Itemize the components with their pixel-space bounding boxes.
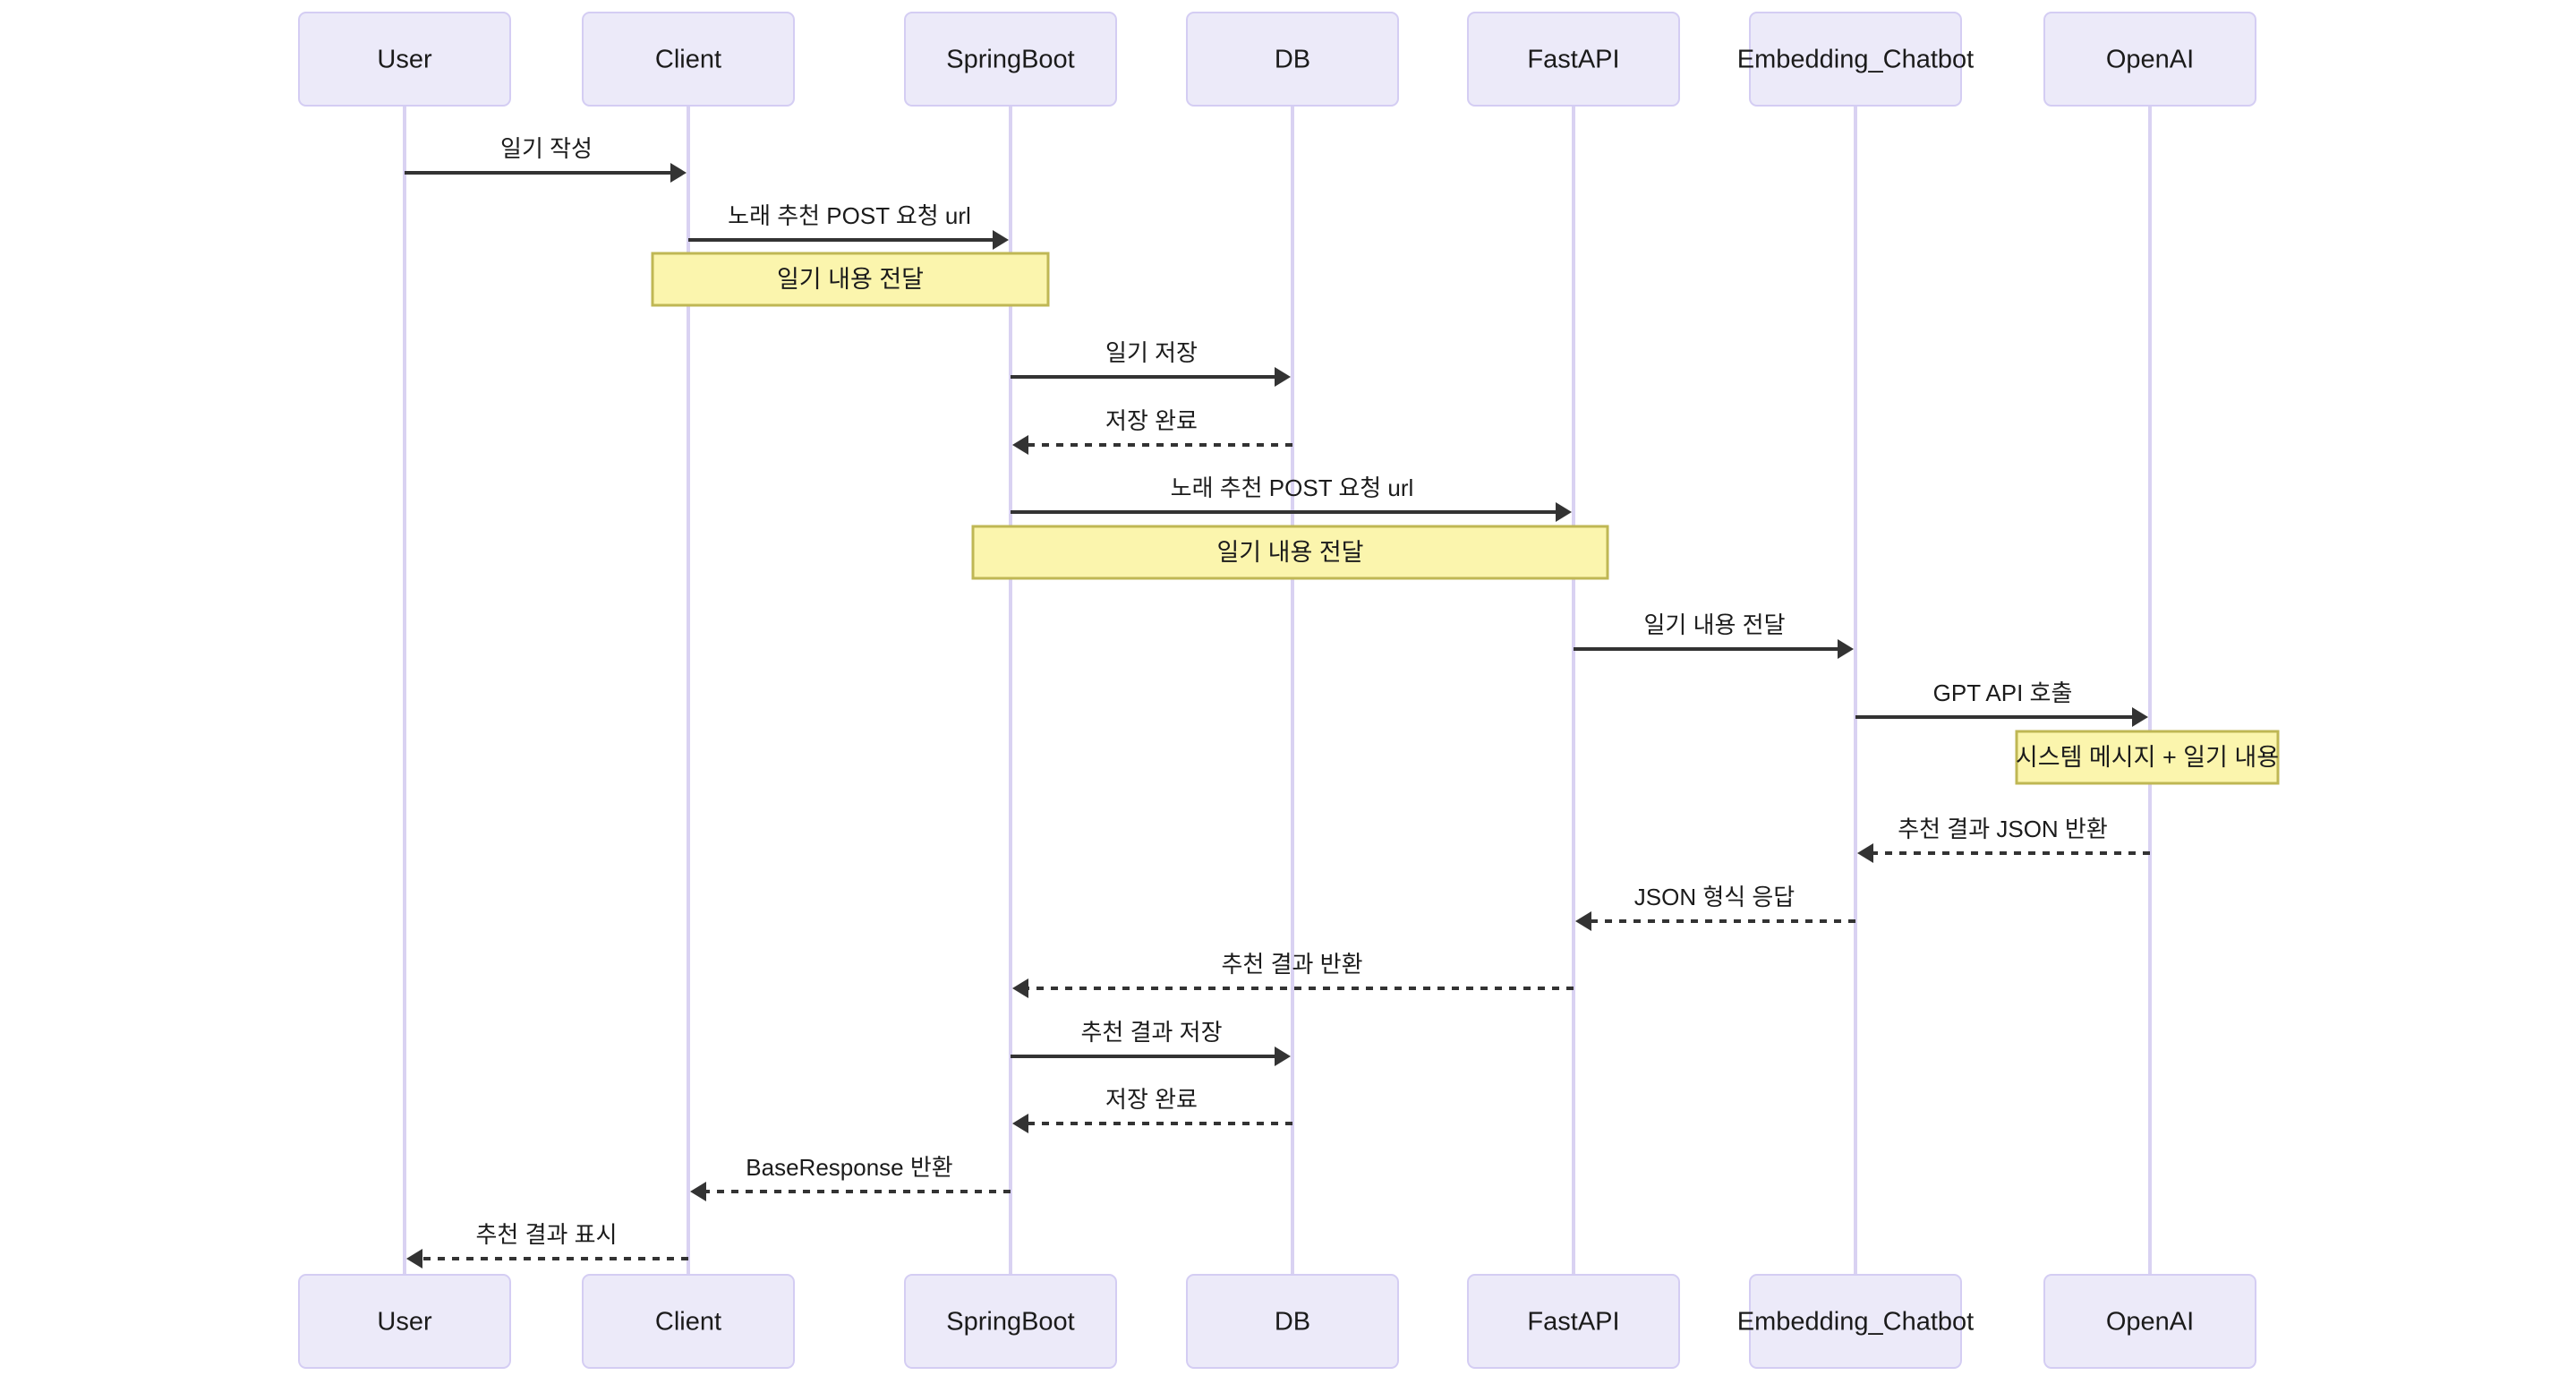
message-arrowhead-m5 <box>1556 502 1572 522</box>
note-n1[interactable]: 일기 내용 전달 <box>651 252 1050 307</box>
actor-label-db: DB <box>1275 1308 1310 1337</box>
actor-label-openai: OpenAI <box>2106 1308 2194 1337</box>
actor-label-fastapi: FastAPI <box>1527 1308 1619 1337</box>
message-label-m1: 일기 작성 <box>500 135 593 162</box>
actor-box-rect-openai[interactable] <box>2043 1274 2256 1369</box>
note-n3[interactable]: 시스템 메시지 + 일기 내용 <box>2015 730 2280 785</box>
note-label-n1: 일기 내용 전달 <box>777 266 924 293</box>
actor-top-openai[interactable]: OpenAI <box>2043 12 2256 107</box>
message-m5[interactable]: 노래 추천 POST 요청 url <box>1011 474 1572 522</box>
message-m3[interactable]: 일기 저장 <box>1011 339 1291 387</box>
message-arrowhead-m4 <box>1012 435 1028 455</box>
message-label-m4: 저장 완료 <box>1105 407 1198 434</box>
actor-box-rect-client[interactable] <box>582 12 795 107</box>
message-arrowhead-m7 <box>2132 707 2148 727</box>
message-label-m2: 노래 추천 POST 요청 url <box>728 202 971 229</box>
actor-label-client: Client <box>655 1308 721 1337</box>
actor-bottom-client[interactable]: Client <box>582 1274 795 1369</box>
message-label-m3: 일기 저장 <box>1105 339 1198 366</box>
message-label-m9: JSON 형식 응답 <box>1634 884 1795 910</box>
actor-bottom-db[interactable]: DB <box>1186 1274 1399 1369</box>
actor-label-chatbot: Embedding_Chatbot <box>1737 46 1974 74</box>
message-label-m13: BaseResponse 반환 <box>746 1154 952 1181</box>
actor-label-user: User <box>377 1308 432 1337</box>
actor-top-db[interactable]: DB <box>1186 12 1399 107</box>
actor-box-rect-fastapi[interactable] <box>1467 12 1680 107</box>
note-label-n2: 일기 내용 전달 <box>1216 539 1363 566</box>
actor-box-rect-chatbot[interactable] <box>1749 1274 1962 1369</box>
actor-label-chatbot: Embedding_Chatbot <box>1737 1308 1974 1337</box>
actor-bottom-spring[interactable]: SpringBoot <box>904 1274 1117 1369</box>
actor-box-rect-fastapi[interactable] <box>1467 1274 1680 1369</box>
actor-box-rect-db[interactable] <box>1186 12 1399 107</box>
message-m9[interactable]: JSON 형식 응답 <box>1575 884 1855 931</box>
actor-top-fastapi[interactable]: FastAPI <box>1467 12 1680 107</box>
message-arrowhead-m9 <box>1575 911 1591 931</box>
actor-box-rect-openai[interactable] <box>2043 12 2256 107</box>
message-m4[interactable]: 저장 완료 <box>1012 407 1292 455</box>
actor-top-spring[interactable]: SpringBoot <box>904 12 1117 107</box>
message-arrowhead-m13 <box>690 1182 706 1201</box>
message-label-m5: 노래 추천 POST 요청 url <box>1171 474 1414 501</box>
message-label-m6: 일기 내용 전달 <box>1644 611 1786 638</box>
message-m13[interactable]: BaseResponse 반환 <box>690 1154 1011 1201</box>
message-arrowhead-m3 <box>1275 367 1291 387</box>
message-label-m14: 추천 결과 표시 <box>476 1221 618 1248</box>
actor-top-chatbot[interactable]: Embedding_Chatbot <box>1737 12 1974 107</box>
message-arrowhead-m11 <box>1275 1047 1291 1066</box>
message-arrowhead-m1 <box>670 163 687 183</box>
actor-label-user: User <box>377 46 432 74</box>
message-m7[interactable]: GPT API 호출 <box>1855 679 2148 727</box>
actor-label-fastapi: FastAPI <box>1527 46 1619 74</box>
message-m8[interactable]: 추천 결과 JSON 반환 <box>1857 816 2150 863</box>
message-label-m12: 저장 완료 <box>1105 1086 1198 1113</box>
message-m12[interactable]: 저장 완료 <box>1012 1086 1292 1133</box>
actor-bottom-openai[interactable]: OpenAI <box>2043 1274 2256 1369</box>
message-label-m7: GPT API 호출 <box>1933 679 2073 706</box>
actor-bottom-chatbot[interactable]: Embedding_Chatbot <box>1737 1274 1974 1369</box>
actor-label-db: DB <box>1275 46 1310 74</box>
message-m11[interactable]: 추천 결과 저장 <box>1011 1019 1291 1066</box>
message-arrowhead-m10 <box>1012 978 1028 998</box>
actor-top-client[interactable]: Client <box>582 12 795 107</box>
actor-box-rect-db[interactable] <box>1186 1274 1399 1369</box>
actor-top-user[interactable]: User <box>298 12 511 107</box>
actor-label-spring: SpringBoot <box>946 46 1075 74</box>
message-label-m10: 추천 결과 반환 <box>1222 951 1363 978</box>
message-arrowhead-m2 <box>993 230 1009 250</box>
message-label-m11: 추천 결과 저장 <box>1081 1019 1223 1046</box>
note-rect-n2[interactable] <box>971 525 1609 580</box>
note-n2[interactable]: 일기 내용 전달 <box>971 525 1609 580</box>
actor-box-rect-user[interactable] <box>298 12 511 107</box>
note-rect-n1[interactable] <box>651 252 1050 307</box>
message-arrowhead-m14 <box>406 1249 422 1269</box>
message-arrowhead-m6 <box>1838 639 1854 659</box>
actor-box-rect-spring[interactable] <box>904 1274 1117 1369</box>
message-m1[interactable]: 일기 작성 <box>405 135 687 183</box>
message-m14[interactable]: 추천 결과 표시 <box>406 1221 688 1269</box>
actor-bottom-user[interactable]: User <box>298 1274 511 1369</box>
actor-box-rect-user[interactable] <box>298 1274 511 1369</box>
message-m10[interactable]: 추천 결과 반환 <box>1012 951 1574 998</box>
message-arrowhead-m8 <box>1857 843 1873 863</box>
message-m6[interactable]: 일기 내용 전달 <box>1574 611 1854 659</box>
actor-label-spring: SpringBoot <box>946 1308 1075 1337</box>
actor-label-client: Client <box>655 46 721 74</box>
actor-label-openai: OpenAI <box>2106 46 2194 74</box>
message-label-m8: 추천 결과 JSON 반환 <box>1898 816 2108 842</box>
note-label-n3: 시스템 메시지 + 일기 내용 <box>2016 744 2279 771</box>
note-rect-n3[interactable] <box>2015 730 2280 785</box>
message-arrowhead-m12 <box>1012 1114 1028 1133</box>
actor-box-rect-chatbot[interactable] <box>1749 12 1962 107</box>
actor-box-rect-client[interactable] <box>582 1274 795 1369</box>
actor-bottom-fastapi[interactable]: FastAPI <box>1467 1274 1680 1369</box>
actor-box-rect-spring[interactable] <box>904 12 1117 107</box>
message-m2[interactable]: 노래 추천 POST 요청 url <box>688 202 1009 250</box>
